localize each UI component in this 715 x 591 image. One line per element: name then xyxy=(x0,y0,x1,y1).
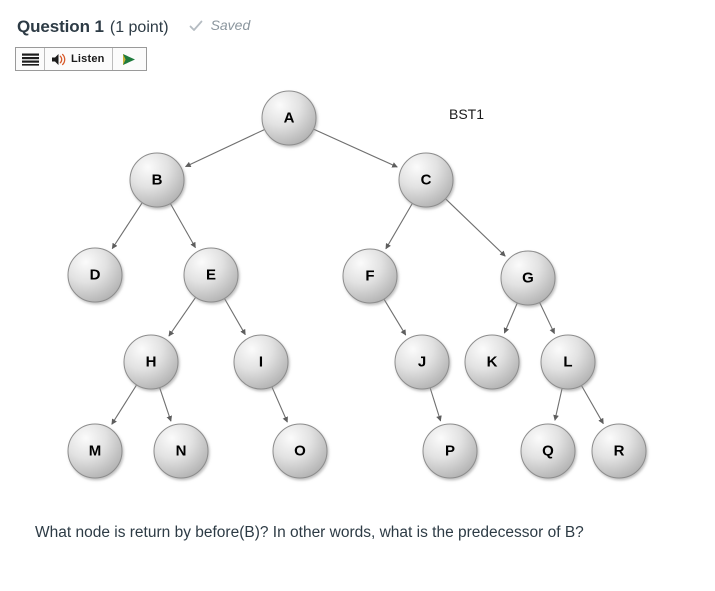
node-circle xyxy=(233,334,289,390)
node-circle xyxy=(67,247,123,303)
node-label: F xyxy=(365,268,374,285)
node-circle xyxy=(261,90,317,146)
tree-node-m: M xyxy=(67,423,123,479)
tree-edge-h-m xyxy=(111,384,137,425)
question-text: What node is return by before(B)? In oth… xyxy=(35,524,584,541)
tree-edge-g-l xyxy=(539,302,555,335)
node-label: B xyxy=(152,172,163,189)
tree-node-g: G xyxy=(500,250,556,306)
node-label: M xyxy=(89,443,102,460)
node-label: G xyxy=(522,270,534,287)
tree-edge-l-q xyxy=(553,388,563,421)
tree-node-f: F xyxy=(342,248,398,304)
node-label: E xyxy=(206,267,216,284)
node-label: O xyxy=(294,443,306,460)
node-circle xyxy=(129,152,185,208)
node-label: Q xyxy=(542,443,554,460)
tree-node-c: C xyxy=(398,152,454,208)
play-icon xyxy=(122,53,137,66)
listen-button[interactable]: Listen xyxy=(45,48,113,70)
node-label: H xyxy=(146,354,157,371)
node-circle xyxy=(123,334,179,390)
bst-diagram: A B C D E F G H I J K L M N O P Q R BST1 xyxy=(0,80,715,500)
node-label: N xyxy=(176,443,187,460)
tree-node-i: I xyxy=(233,334,289,390)
node-circle xyxy=(520,423,576,479)
tree-node-a: A xyxy=(261,90,317,146)
node-label: R xyxy=(614,443,625,460)
tree-edge-j-p xyxy=(429,388,442,422)
tree-node-n: N xyxy=(153,423,209,479)
tree-node-e: E xyxy=(183,247,239,303)
node-circle xyxy=(540,334,596,390)
node-circle xyxy=(272,423,328,479)
tree-edge-a-b xyxy=(184,129,265,168)
tree-edge-e-i xyxy=(224,298,246,336)
tree-node-q: Q xyxy=(520,423,576,479)
tree-node-d: D xyxy=(67,247,123,303)
node-circle xyxy=(342,248,398,304)
node-label: P xyxy=(445,443,455,460)
saved-status: Saved xyxy=(189,17,251,33)
tree-edge-i-o xyxy=(271,386,288,423)
node-circle xyxy=(183,247,239,303)
listen-toolbar[interactable]: Listen xyxy=(15,47,147,71)
question-header: Question 1 (1 point) Saved xyxy=(17,17,250,37)
tree-edge-layer xyxy=(111,128,604,425)
node-circle xyxy=(591,423,647,479)
node-circle xyxy=(422,423,478,479)
tree-edge-b-d xyxy=(111,202,143,250)
tree-node-p: P xyxy=(422,423,478,479)
node-label: D xyxy=(90,267,101,284)
tree-node-b: B xyxy=(129,152,185,208)
tree-edge-b-e xyxy=(170,203,196,249)
tree-edge-a-c xyxy=(313,128,398,168)
listen-label: Listen xyxy=(71,53,105,65)
check-icon xyxy=(189,19,203,33)
tree-node-layer: A B C D E F G H I J K L M N O P Q R xyxy=(67,90,647,479)
tree-svg: A B C D E F G H I J K L M N O P Q R xyxy=(67,90,647,479)
tree-node-o: O xyxy=(272,423,328,479)
tree-node-j: J xyxy=(394,334,450,390)
saved-label: Saved xyxy=(210,17,251,33)
node-circle xyxy=(500,250,556,306)
tree-node-h: H xyxy=(123,334,179,390)
node-label: C xyxy=(421,172,432,189)
node-circle xyxy=(398,152,454,208)
node-label: I xyxy=(259,354,263,371)
node-label: L xyxy=(563,354,572,371)
page-title: Question 1 xyxy=(17,17,104,36)
question-points: (1 point) xyxy=(109,19,169,36)
tree-edge-c-g xyxy=(445,198,506,257)
node-circle xyxy=(153,423,209,479)
tree-edge-f-j xyxy=(383,299,407,336)
tree-edge-l-r xyxy=(581,385,604,425)
tree-edge-h-n xyxy=(159,387,173,422)
tree-edge-e-h xyxy=(168,297,196,337)
hamburger-menu-icon[interactable] xyxy=(16,48,45,70)
tree-node-r: R xyxy=(591,423,647,479)
node-circle xyxy=(67,423,123,479)
diagram-caption: BST1 xyxy=(449,106,485,122)
node-label: J xyxy=(418,354,426,371)
tree-edge-g-k xyxy=(503,303,518,334)
tree-node-l: L xyxy=(540,334,596,390)
play-button[interactable] xyxy=(112,48,146,70)
tree-edge-c-f xyxy=(385,203,413,250)
tree-node-k: K xyxy=(464,334,520,390)
node-circle xyxy=(394,334,450,390)
node-circle xyxy=(464,334,520,390)
node-label: A xyxy=(284,110,295,127)
speaker-icon xyxy=(51,53,67,66)
node-label: K xyxy=(487,354,498,371)
